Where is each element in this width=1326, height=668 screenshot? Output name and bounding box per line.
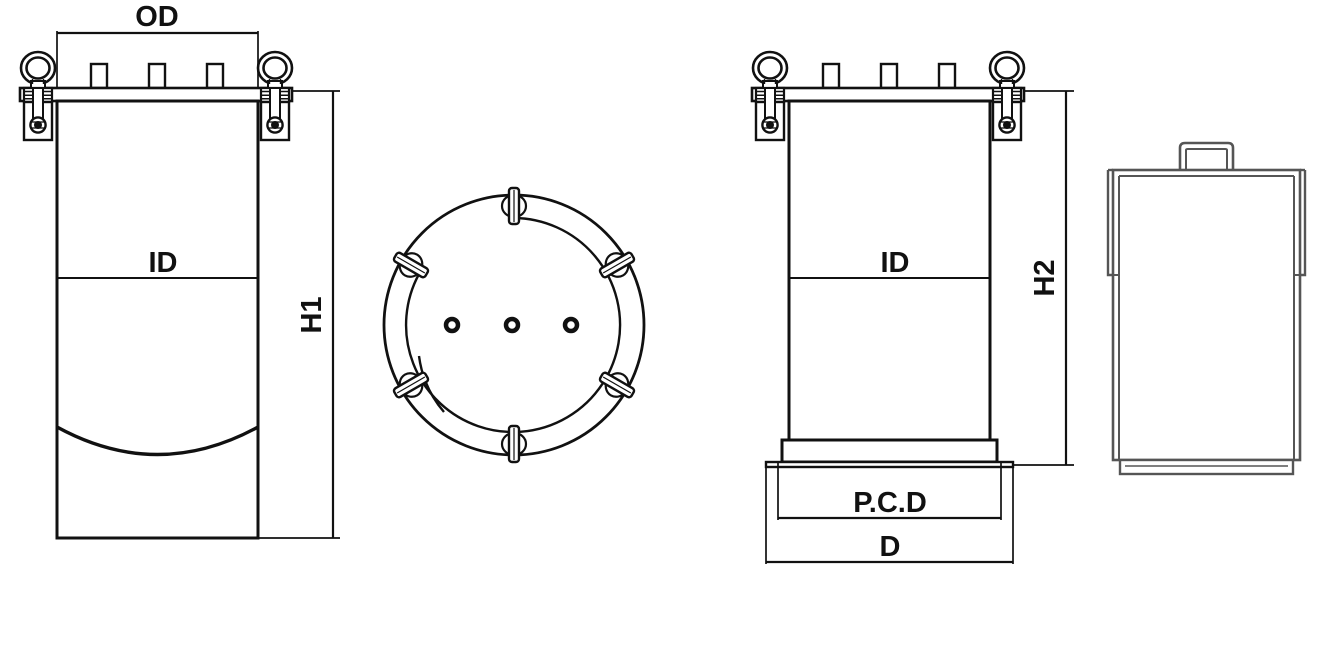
eye-bolt-clamp [256,50,294,142]
vessel-lid-right [750,86,1026,103]
dimension-id-right: ID [789,247,990,279]
nozzle-stub [821,62,841,90]
center-hole [503,316,521,334]
eye-bolt-clamp [19,50,57,142]
eye-bolt-clamp [988,50,1026,142]
label-od: OD [135,1,179,33]
nozzle-stub-group-right [821,62,957,90]
nozzle-stub [205,62,225,90]
dimension-od: OD [56,1,259,99]
label-pcd: P.C.D [853,487,927,519]
label-h2: H2 [1029,259,1061,296]
dimension-d: D [765,463,1014,564]
center-hole [443,316,461,334]
front-view-flanged: ID H2 P.C.D [750,50,1074,564]
eye-bolt-clamp [751,50,789,142]
basket-view [1106,141,1307,476]
lid-inner-circle [404,216,622,434]
nozzle-stub [937,62,957,90]
basket-handle [1178,141,1235,172]
dimension-h2: H2 [1013,90,1074,466]
vessel-lid [18,86,294,103]
top-view [382,186,646,464]
center-hole [562,316,580,334]
nozzle-stub-group [89,62,225,90]
dimension-h1: H1 [258,90,340,539]
nozzle-stub [89,62,109,90]
center-hole-group [443,316,580,334]
label-d: D [880,531,901,563]
base-flange [764,438,1015,469]
label-id-left: ID [149,247,178,279]
basket-body [1106,168,1307,476]
label-id-right: ID [881,247,910,279]
front-view-dished: OD ID [18,1,340,540]
nozzle-stub [147,62,167,90]
nozzle-stub [879,62,899,90]
dimension-id-left: ID [57,247,258,279]
vessel-body [55,99,260,540]
dimension-pcd: P.C.D [777,463,1002,520]
vessel-body-right [787,99,992,442]
dished-bottom [56,425,259,457]
lid-inner-circle-arc2 [417,355,445,413]
label-h1: H1 [296,296,328,333]
